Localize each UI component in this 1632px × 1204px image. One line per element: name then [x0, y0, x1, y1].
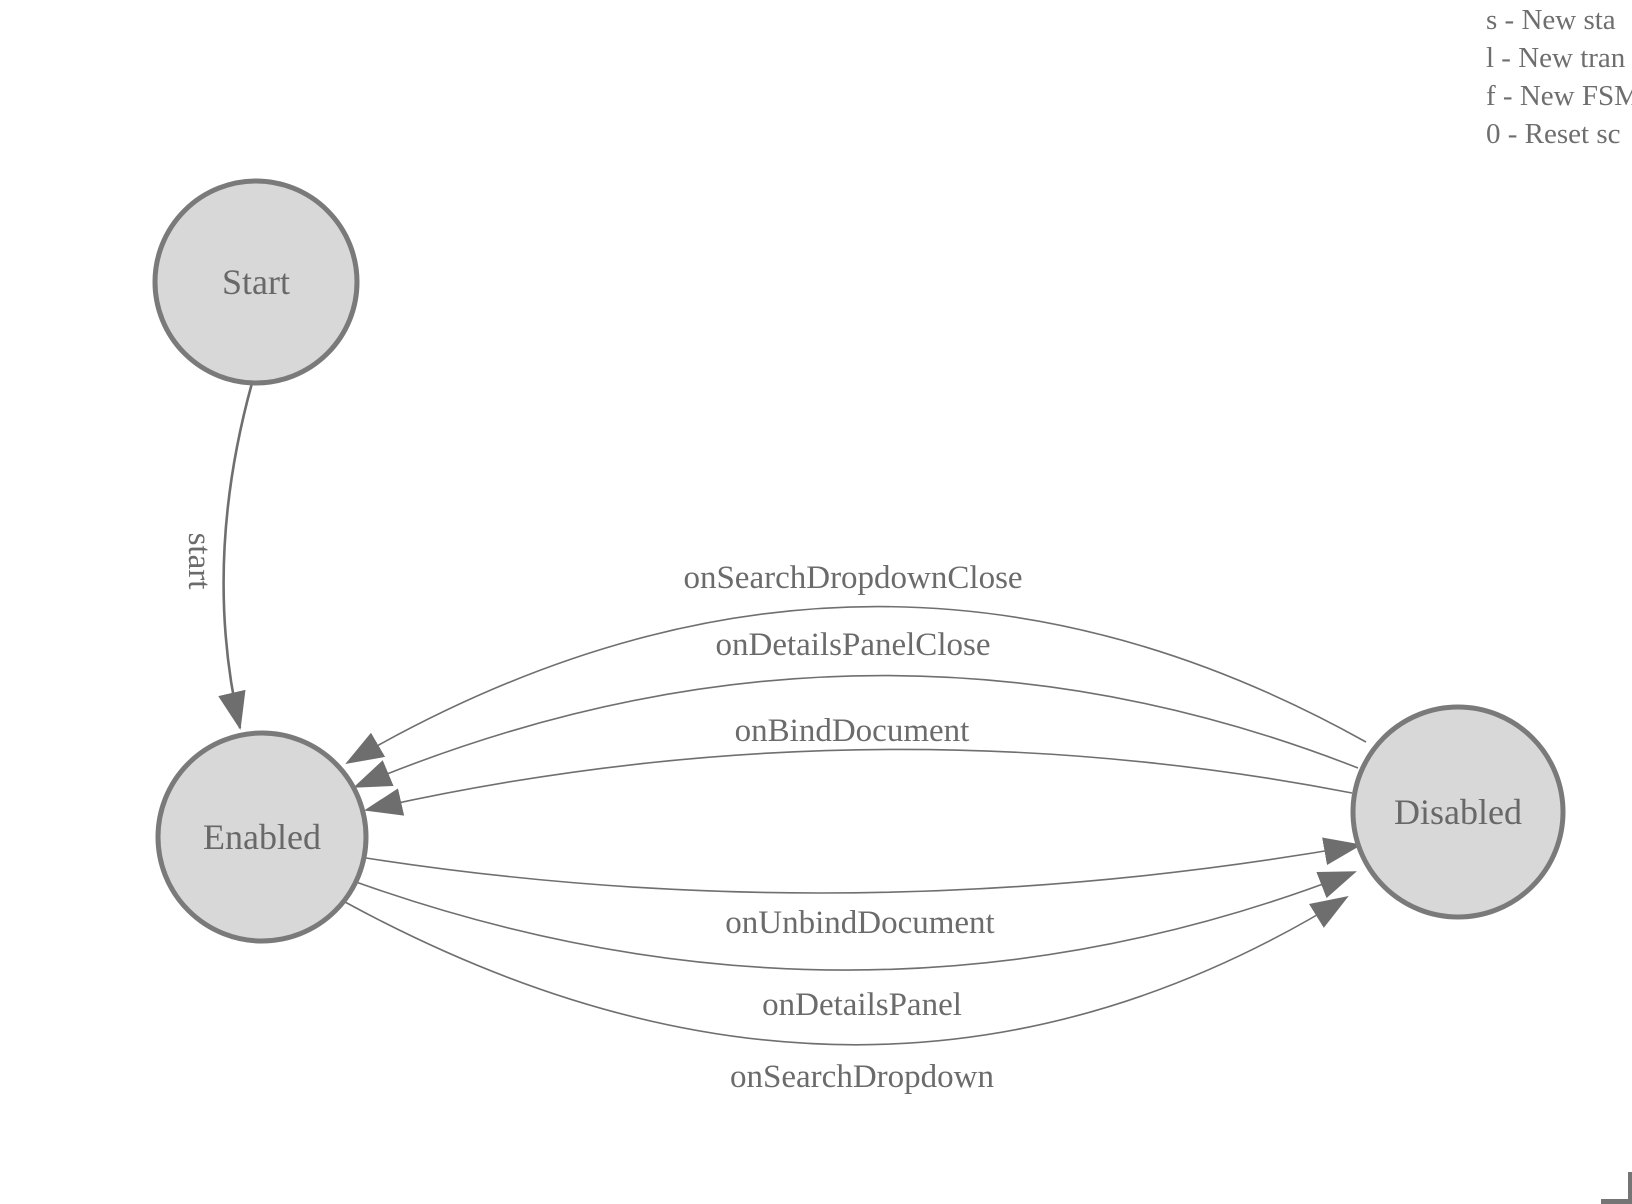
transition-edge-onSearchDropdownClose[interactable]	[345, 605, 1367, 765]
transition-label-onBindDocument: onBindDocument	[735, 713, 970, 749]
shortcut-legend: s - New sta l - New tran f - New FSM 0 -…	[1486, 1, 1632, 153]
panel-corner-horizontal	[1601, 1199, 1632, 1204]
transition-label-onUnbindDocument: onUnbindDocument	[725, 905, 994, 941]
transition-label-onSearchDropdown: onSearchDropdown	[730, 1059, 994, 1095]
transition-edge-start[interactable]	[218, 382, 254, 730]
transition-edge-onSearchDropdown[interactable]	[344, 895, 1349, 1046]
transition-edge-onUnbindDocument[interactable]	[365, 837, 1362, 894]
legend-line: l - New tran	[1486, 42, 1626, 74]
state-node-start[interactable]: Start	[152, 178, 360, 386]
legend-line: f - New FSM	[1486, 80, 1632, 112]
transition-edge-onDetailsPanelClose[interactable]	[353, 674, 1359, 788]
state-node-enabled[interactable]: Enabled	[155, 730, 369, 944]
transition-label-onDetailsPanelClose: onDetailsPanelClose	[716, 627, 991, 663]
transition-label-onSearchDropdownClose: onSearchDropdownClose	[683, 560, 1022, 596]
transition-label-start: start	[181, 533, 217, 590]
transition-label-onDetailsPanel: onDetailsPanel	[762, 987, 962, 1023]
state-circle-disabled[interactable]	[1350, 704, 1566, 920]
legend-line: 0 - Reset sc	[1486, 118, 1621, 150]
legend-line: s - New sta	[1486, 4, 1616, 36]
state-node-disabled[interactable]: Disabled	[1350, 704, 1566, 920]
state-circle-enabled[interactable]	[155, 730, 369, 944]
transition-edge-onDetailsPanel[interactable]	[355, 871, 1357, 971]
panel-corner-vertical	[1628, 1172, 1632, 1204]
state-circle-start[interactable]	[152, 178, 360, 386]
transition-edge-onBindDocument[interactable]	[364, 748, 1353, 816]
